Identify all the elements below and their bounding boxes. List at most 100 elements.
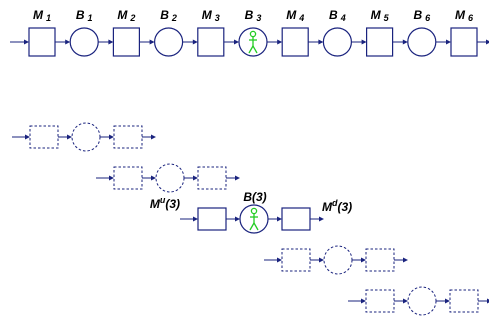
top-arrow-8 <box>351 39 367 45</box>
label-b3-buffer: B(3) <box>243 190 266 204</box>
label-m6-sub: 6 <box>468 13 474 23</box>
label-md3-arg: (3) <box>338 200 353 214</box>
machine-m2 <box>112 27 141 57</box>
row5-input-arrow-head <box>361 298 366 304</box>
row5-downstream-machine <box>449 289 479 313</box>
decomposition-row-4 <box>264 245 408 275</box>
operator-icon <box>248 30 258 54</box>
decomposition-row-2 <box>96 163 240 193</box>
row4-output-arrow-head <box>403 257 408 263</box>
label-b3-main: B <box>245 8 254 22</box>
row1-output-arrow-head <box>151 134 156 140</box>
operator-icon-b3-right-leg <box>253 222 259 231</box>
operator-icon-b3-head <box>250 207 258 215</box>
row2-arrow-2 <box>184 175 198 181</box>
top-arrow-10 <box>435 39 451 45</box>
decomposition-row-5 <box>348 286 489 316</box>
top-arrow-8-head <box>361 39 367 45</box>
top-arrow-5-head <box>234 39 239 45</box>
top-arrow-4 <box>182 39 198 45</box>
row3-output-arrow-head <box>319 216 324 222</box>
row4-buffer <box>323 245 353 275</box>
label-mu3-main: M <box>150 197 161 211</box>
machine-m6 <box>450 27 478 57</box>
top-arrow-3-head <box>149 39 155 45</box>
top-output-arrow <box>477 39 489 45</box>
row4-arrow-1 <box>310 257 324 263</box>
row3-arrow-2-head <box>277 216 282 222</box>
decomposition-row-1 <box>12 122 156 152</box>
top-arrow-4-head <box>192 39 198 45</box>
row4-output-arrow <box>394 257 408 263</box>
top-arrow-1-head <box>65 39 71 45</box>
top-arrow-10-head <box>446 39 451 45</box>
label-mu3-sup: u <box>160 195 166 205</box>
row5-buffer <box>407 286 437 316</box>
row1-arrow-2 <box>100 134 114 140</box>
top-arrow-7 <box>308 39 324 45</box>
row5-upstream-machine <box>365 289 395 313</box>
upstream-machine-mu3 <box>197 207 227 231</box>
row5-arrow-1 <box>394 298 408 304</box>
buffer-b2 <box>154 27 184 57</box>
operator-icon-right-leg <box>252 45 258 54</box>
row1-input-arrow <box>12 134 30 140</box>
decomposition-row-3: B(3)Mu(3)Md(3) <box>150 190 352 234</box>
row3-arrow-1-head <box>235 216 240 222</box>
row2-buffer <box>155 163 185 193</box>
machine-m5 <box>366 27 394 57</box>
label-md3: Md(3) <box>322 198 352 214</box>
buffer-b4 <box>322 27 352 57</box>
label-b1-main: B <box>76 8 85 22</box>
label-m6-main: M <box>455 8 466 22</box>
row5-output-arrow <box>478 298 489 304</box>
buffer-b6 <box>407 27 437 57</box>
row2-upstream-machine <box>113 166 143 190</box>
label-mu3-arg: (3) <box>165 197 180 211</box>
row4-input-arrow-head <box>277 257 282 263</box>
row1-buffer <box>71 122 101 152</box>
label-m3-main: M <box>202 8 213 22</box>
row5-arrow-2-head <box>445 298 450 304</box>
label-b3-sub: 3 <box>256 13 261 23</box>
row3-output-arrow <box>310 216 324 222</box>
label-m4-main: M <box>286 8 297 22</box>
row4-arrow-2 <box>352 257 366 263</box>
row2-arrow-1-head <box>151 175 156 181</box>
label-md3-main: M <box>322 200 333 214</box>
row5-arrow-1-head <box>403 298 408 304</box>
label-m4-sub: 4 <box>298 13 304 23</box>
row2-arrow-1 <box>142 175 156 181</box>
operator-icon-head <box>249 30 257 38</box>
row4-input-arrow <box>264 257 282 263</box>
machine-m1 <box>28 27 56 57</box>
label-m2-sub: 2 <box>129 13 135 23</box>
row4-arrow-1-head <box>319 257 324 263</box>
row5-arrow-2 <box>436 298 450 304</box>
label-mu3: Mu(3) <box>150 195 180 211</box>
label-m1-sub: 1 <box>46 13 51 23</box>
downstream-machine-md3 <box>281 207 311 231</box>
row4-upstream-machine <box>281 248 311 272</box>
label-b6-main: B <box>413 8 422 22</box>
row1-upstream-machine <box>29 125 59 149</box>
label-m1-main: M <box>33 8 44 22</box>
row2-input-arrow-head <box>109 175 114 181</box>
row3-arrow-1 <box>226 216 240 222</box>
top-input-arrow <box>10 39 29 45</box>
top-arrow-7-head <box>318 39 324 45</box>
row4-arrow-2-head <box>361 257 366 263</box>
row4-downstream-machine <box>365 248 395 272</box>
top-arrow-6 <box>267 39 283 45</box>
operator-icon-left-leg <box>248 45 254 54</box>
row1-input-arrow-head <box>25 134 30 140</box>
row2-arrow-2-head <box>193 175 198 181</box>
top-input-arrow-head <box>24 39 29 45</box>
